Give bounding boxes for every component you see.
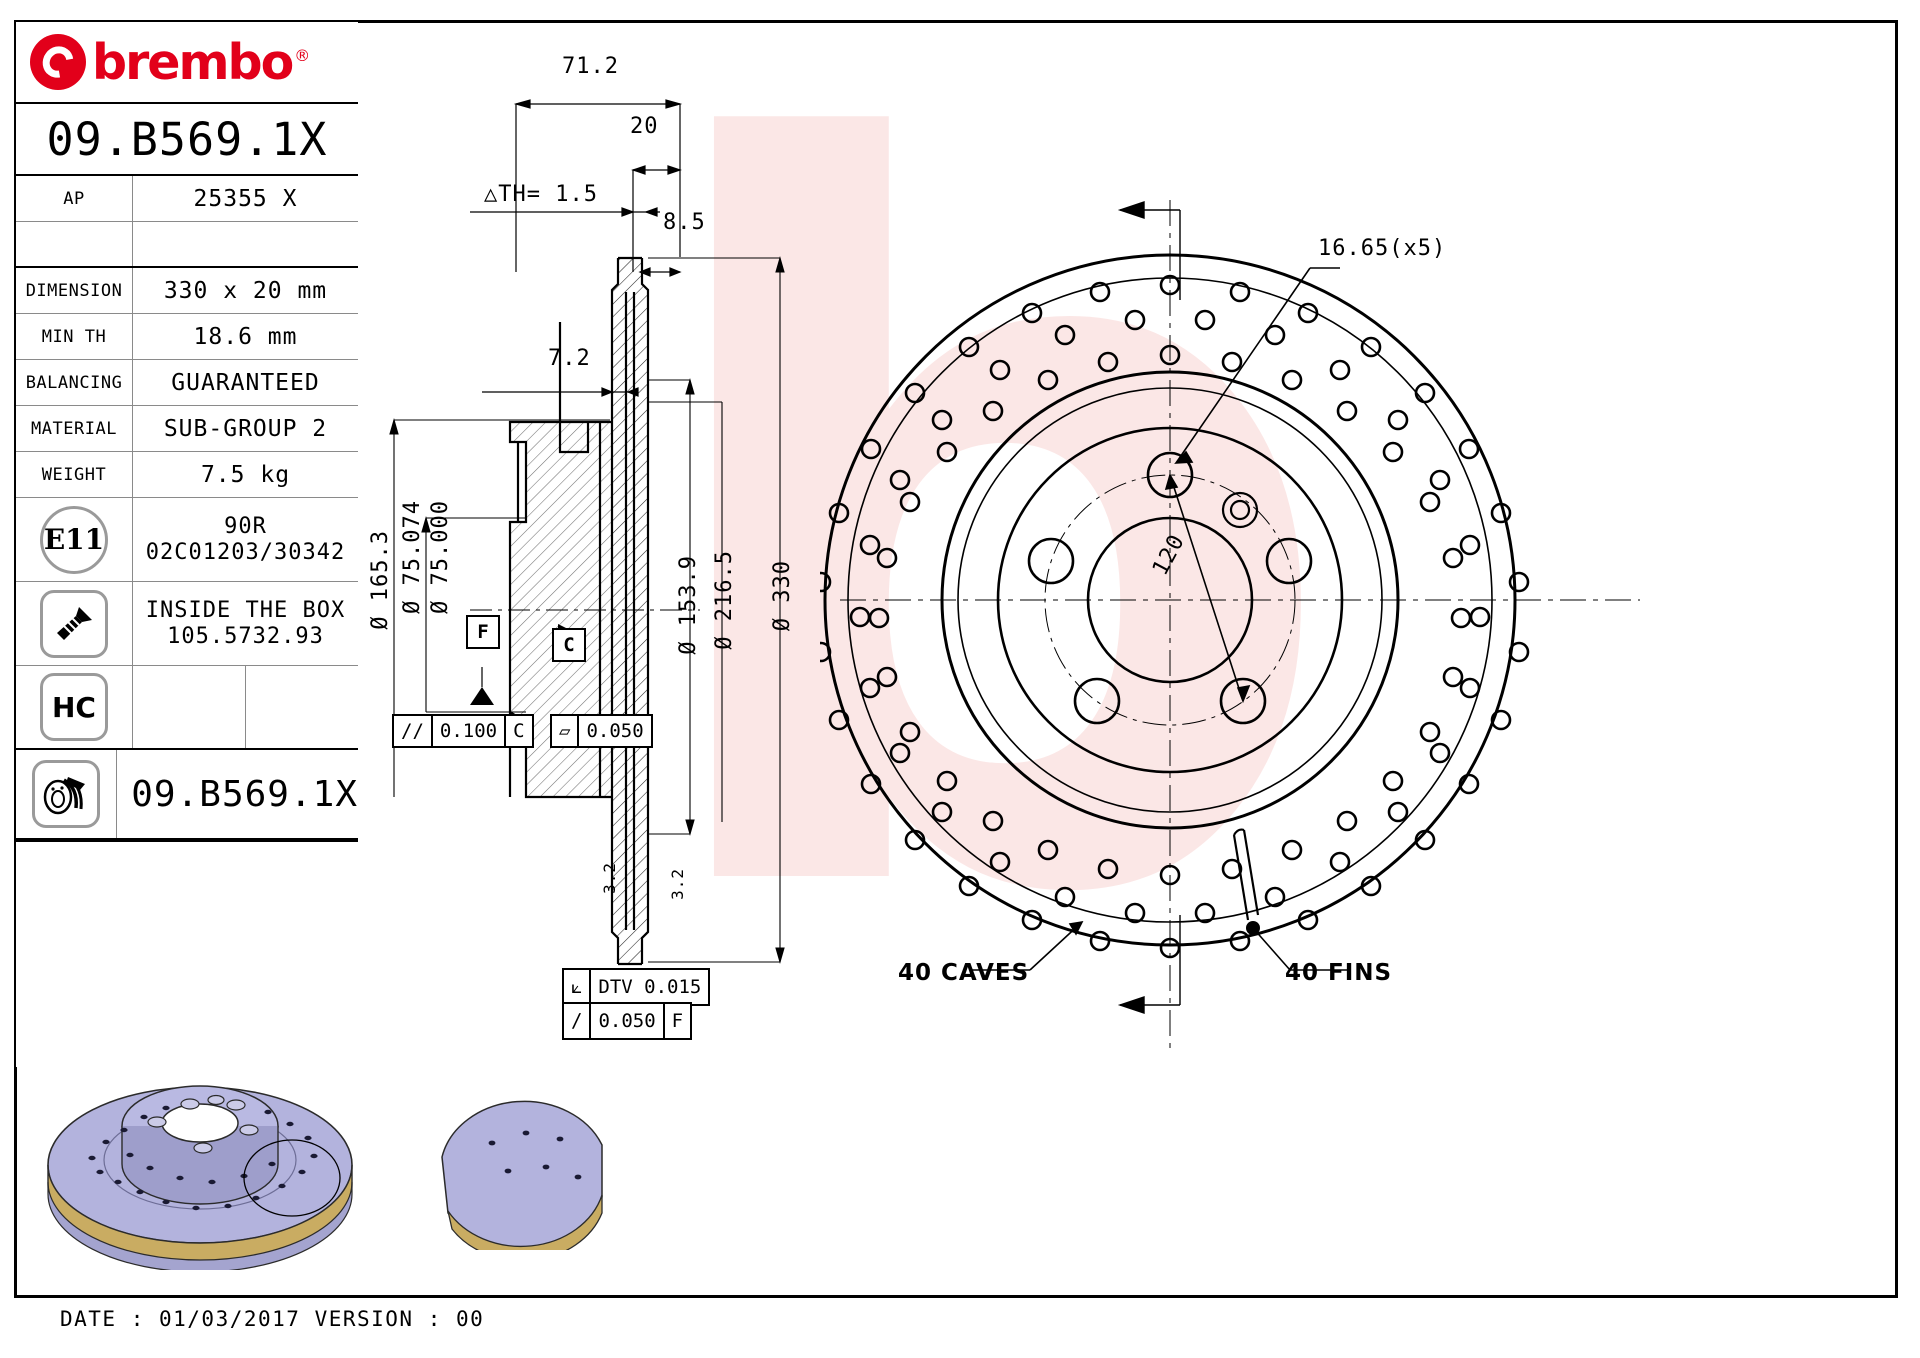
dia-330: Ø 330 <box>770 560 795 632</box>
screws-text: INSIDE THE BOX 105.5732.93 <box>146 598 345 650</box>
dim-delta-th: △TH= 1.5 <box>484 182 598 207</box>
disc-part-code: 09.B569.1X <box>131 773 358 815</box>
table-row-disc-code: 09.B569.1X <box>16 750 358 840</box>
fcf-symbol: ▱ <box>552 716 580 746</box>
row-value: 330 x 20 mm <box>163 277 328 304</box>
disc-3d-render-main <box>47 1085 353 1270</box>
row-label: WEIGHT <box>41 464 107 485</box>
fcf-flatness: ▱ 0.050 <box>550 714 653 748</box>
fcf-datum: C <box>513 720 525 742</box>
brake-disc-icon-glyph <box>43 777 86 815</box>
table-row-balancing: BALANCING GUARANTEED <box>16 360 358 406</box>
table-row-hc: HC <box>16 666 358 750</box>
screws-line1: INSIDE THE BOX <box>145 597 346 623</box>
fcf-tolerance: DTV 0.015 <box>598 976 702 998</box>
homologation-text: 90R 02C01203/30342 <box>146 514 345 566</box>
table-row-homologation: E11 90R 02C01203/30342 <box>16 498 358 582</box>
fcf-tolerance: 0.050 <box>586 720 644 742</box>
brake-disc-icon <box>16 750 118 838</box>
row-value: SUB-GROUP 2 <box>163 415 328 442</box>
fins-label: 40 FINS <box>1285 960 1393 986</box>
row-value: 25355 X <box>193 185 298 212</box>
fcf-symbol: ⟀ <box>564 970 592 1004</box>
e11-icon: E11 <box>40 505 108 574</box>
brembo-logo: brembo ® <box>16 22 358 104</box>
brembo-logo-text: brembo <box>92 33 294 91</box>
caves-label: 40 CAVES <box>898 960 1030 986</box>
brembo-logo-icon <box>30 34 86 90</box>
table-row-ap: AP 25355 X <box>16 176 358 222</box>
hc-icon: HC <box>40 673 108 741</box>
dim-71-2: 71.2 <box>562 54 619 79</box>
fcf-symbol: // <box>394 716 433 746</box>
dia-216-5: Ø 216.5 <box>712 550 737 650</box>
row-value: 7.5 kg <box>200 461 291 488</box>
row-label: DIMENSION <box>25 280 123 301</box>
part-code-header: 09.B569.1X <box>16 104 358 176</box>
render-area <box>16 840 358 1067</box>
table-row-weight: WEIGHT 7.5 kg <box>16 452 358 498</box>
table-row-screws: INSIDE THE BOX 105.5732.93 <box>16 582 358 666</box>
fcf-runout: ∕ 0.050 F <box>562 1002 693 1040</box>
table-row-min-th: MIN TH 18.6 mm <box>16 314 358 360</box>
sheet-border <box>14 20 1898 1298</box>
fcf-dtv: ⟀ DTV 0.015 <box>562 968 711 1006</box>
datum-c: C <box>552 628 586 662</box>
row-value: 18.6 mm <box>193 323 298 350</box>
row-label: AP <box>63 188 85 209</box>
dia-153-9: Ø 153.9 <box>676 555 701 655</box>
dim-7-2: 7.2 <box>548 346 591 371</box>
part-code-value: 09.B569.1X <box>46 112 328 166</box>
fcf-datum: F <box>671 1010 684 1032</box>
datum-f: F <box>466 615 500 649</box>
homologation-line1: 90R <box>224 513 267 539</box>
face-view <box>820 200 1640 1050</box>
cross-section-view <box>389 99 785 966</box>
info-table: brembo ® 09.B569.1X AP 25355 X DIMENSION… <box>16 22 358 1067</box>
hole-callout-16-65: 16.65(x5) <box>1318 236 1447 261</box>
table-row-material: MATERIAL SUB-GROUP 2 <box>16 406 358 452</box>
registered-mark: ® <box>294 46 311 65</box>
fcf-symbol: ∕ <box>564 1004 592 1038</box>
dim-20: 20 <box>630 114 659 139</box>
disc-3d-render-detail <box>441 1100 603 1250</box>
dia-165-3: Ø 165.3 <box>368 530 393 630</box>
row-label: MIN TH <box>41 326 107 347</box>
fcf-tolerance: 0.050 <box>591 1004 665 1038</box>
dim-8-5: 8.5 <box>663 210 706 235</box>
row-label: BALANCING <box>25 372 123 393</box>
chamfer-left: 3.2 <box>600 862 619 894</box>
fcf-tolerance: 0.100 <box>433 716 507 746</box>
table-row-dimension: DIMENSION 330 x 20 mm <box>16 268 358 314</box>
fcf-parallelism: // 0.100 C <box>392 714 534 748</box>
table-row-blank <box>16 222 358 268</box>
homologation-line2: 02C01203/30342 <box>145 539 346 565</box>
screws-line2: 105.5732.93 <box>167 623 324 649</box>
row-label: MATERIAL <box>31 418 117 439</box>
row-value: GUARANTEED <box>171 369 320 396</box>
screw-icon <box>16 582 133 665</box>
dia-75-074: Ø 75.074 <box>400 500 425 614</box>
screw-icon-glyph <box>57 606 92 640</box>
footer-date: DATE : 01/03/2017 VERSION : 00 <box>60 1307 485 1331</box>
chamfer-right: 3.2 <box>668 868 687 900</box>
dia-75-000: Ø 75.000 <box>428 500 453 614</box>
